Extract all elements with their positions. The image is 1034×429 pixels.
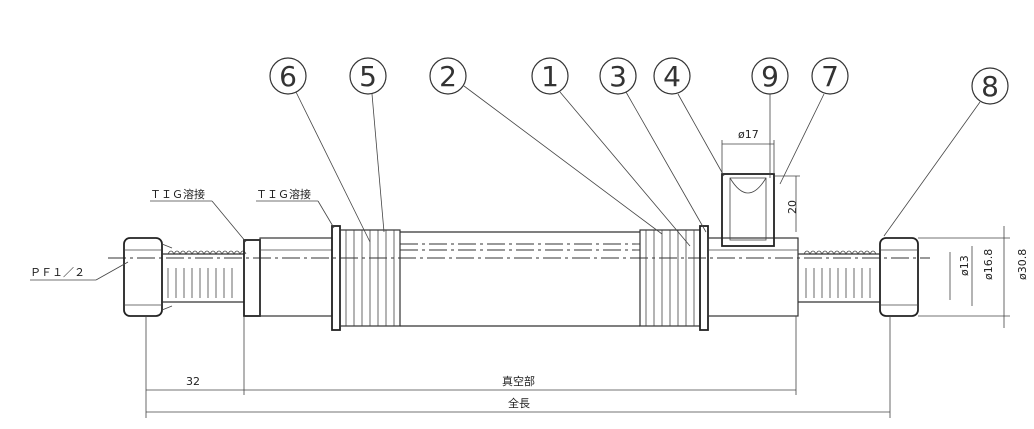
balloon-2: 2 — [429, 57, 663, 235]
left-sleeve — [243, 237, 333, 317]
right-sleeve — [707, 173, 799, 317]
balloon-3: 3 — [599, 57, 707, 233]
thread-label: ＰＦ１／２ — [30, 266, 85, 279]
port-diameter-label: ø17 — [738, 128, 759, 141]
tig-weld-left-label: ＴＩＧ溶接 — [150, 187, 205, 201]
svg-text:9: 9 — [761, 60, 779, 93]
balloon-8: 8 — [883, 67, 1009, 237]
balloon-6: 6 — [269, 57, 371, 243]
vacuum-section-label: 真空部 — [502, 374, 535, 388]
svg-text:6: 6 — [279, 60, 297, 93]
svg-text:2: 2 — [439, 60, 457, 93]
balloon-9: 9 — [751, 57, 789, 178]
balloon-7: 7 — [779, 57, 849, 185]
svg-text:1: 1 — [541, 60, 559, 93]
svg-text:3: 3 — [609, 60, 627, 93]
right-nut — [879, 237, 919, 317]
port-height-label: 20 — [786, 200, 799, 214]
right-flange — [639, 225, 709, 331]
overall-length-label: 全長 — [508, 396, 530, 410]
left-corrugated-hose — [162, 250, 247, 303]
svg-text:8: 8 — [981, 70, 999, 103]
svg-text:7: 7 — [821, 60, 839, 93]
left-nut — [123, 237, 173, 317]
mid-diameter-label: ø16.8 — [982, 249, 995, 280]
left-flange — [331, 225, 401, 331]
svg-text:4: 4 — [663, 60, 681, 93]
balloon-4: 4 — [653, 57, 725, 177]
svg-text:5: 5 — [359, 60, 377, 93]
length-32-label: 32 — [186, 375, 200, 388]
balloon-5: 5 — [349, 57, 387, 233]
balloon-1: 1 — [531, 57, 691, 247]
outer-diameter-label: ø30.8 — [1016, 249, 1029, 280]
inner-diameter-label: ø13 — [958, 255, 971, 276]
right-corrugated-hose — [798, 250, 880, 303]
vacuum-section-body — [400, 231, 640, 327]
tig-weld-right-label: ＴＩＧ溶接 — [256, 187, 311, 201]
